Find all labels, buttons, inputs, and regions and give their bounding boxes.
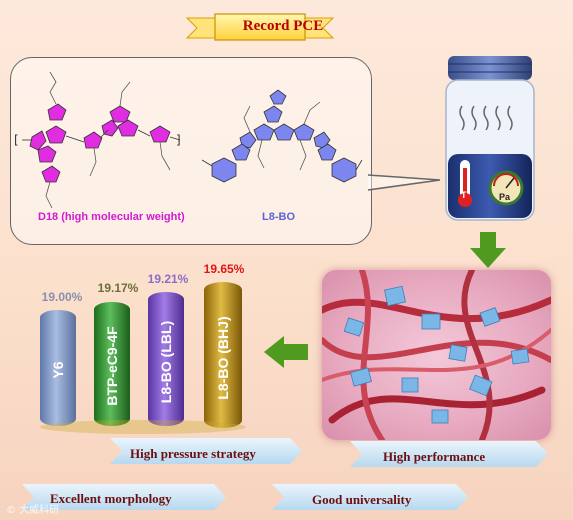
device-cylinder-l8bo-bhj: L8-BO (BHJ) bbox=[204, 282, 242, 428]
pce-value-l8bo-lbl: 19.21% bbox=[147, 272, 189, 286]
title-banner bbox=[185, 13, 335, 41]
pce-value-y6: 19.00% bbox=[41, 290, 83, 304]
pce-value-btp: 19.17% bbox=[97, 281, 139, 295]
d18-label: D18 (high molecular weight) bbox=[38, 211, 185, 223]
l8bo-structure bbox=[201, 89, 363, 183]
gauge-label: Pa bbox=[499, 192, 511, 202]
cylinder-shadow bbox=[40, 420, 246, 434]
pressure-gauge-icon bbox=[488, 170, 524, 206]
good-universality-label: Good universality bbox=[312, 492, 412, 507]
high-performance-label: High performance bbox=[383, 449, 486, 464]
page-title: Record PCE bbox=[242, 18, 324, 34]
thermometer-label: T bbox=[461, 190, 467, 200]
watermark: © 大威科研 bbox=[6, 505, 60, 516]
device-cylinder-l8bo-lbl: L8-BO (LBL) bbox=[148, 292, 184, 426]
device-cylinder-btp: BTP-eC9-4F bbox=[94, 302, 130, 426]
high-pressure-strategy-label: High pressure strategy bbox=[130, 446, 256, 461]
device-cylinder-y6: Y6 bbox=[40, 310, 76, 426]
down-arrow-icon bbox=[470, 232, 506, 268]
pressure-jar bbox=[445, 56, 535, 221]
molecule-structures-panel bbox=[10, 57, 372, 245]
svg-text:]: ] bbox=[176, 133, 181, 147]
l8bo-label: L8-BO bbox=[262, 211, 295, 223]
d18-structure: [ ] bbox=[14, 71, 181, 209]
morphology-panel bbox=[322, 270, 551, 440]
excellent-morphology-label: Excellent morphology bbox=[50, 491, 172, 506]
svg-text:[: [ bbox=[14, 133, 19, 147]
pce-value-l8bo-bhj: 19.65% bbox=[203, 262, 245, 276]
left-arrow-icon bbox=[264, 336, 308, 368]
fiber-network bbox=[322, 270, 551, 440]
thermometer-icon bbox=[458, 160, 472, 207]
